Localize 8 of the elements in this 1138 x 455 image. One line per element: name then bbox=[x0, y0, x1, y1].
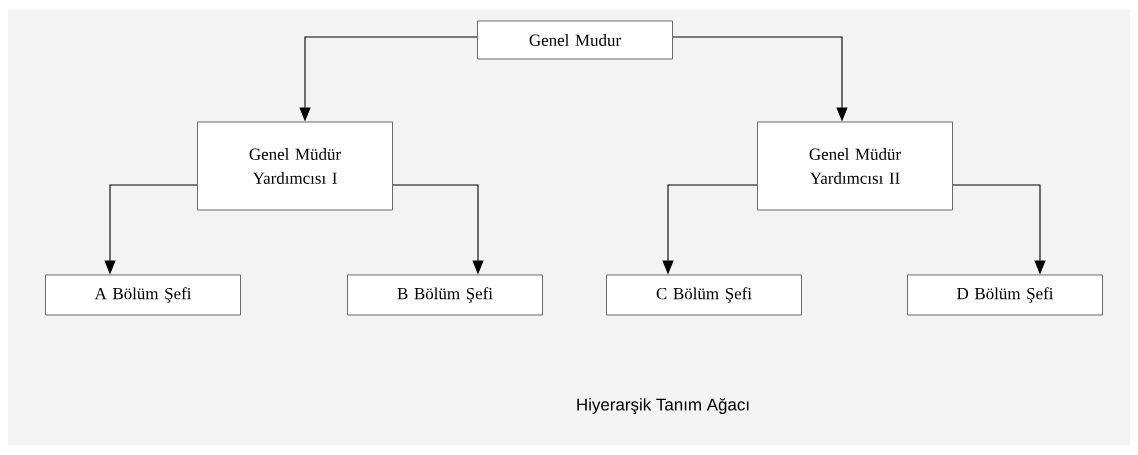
caption: Hiyerarşik Tanım Ağacı bbox=[577, 397, 749, 415]
role-box: A Bölüm Şefi bbox=[45, 274, 241, 316]
role-box: Genel Mudur bbox=[477, 20, 673, 60]
role-box: Genel Müdür Yardımcısı II bbox=[757, 121, 953, 211]
role-box: B Bölüm Şefi bbox=[347, 274, 543, 316]
role-box: Genel Müdür Yardımcısı I bbox=[197, 121, 393, 211]
role-box: D Bölüm Şefi bbox=[907, 274, 1103, 316]
role-box: C Bölüm Şefi bbox=[606, 274, 802, 316]
